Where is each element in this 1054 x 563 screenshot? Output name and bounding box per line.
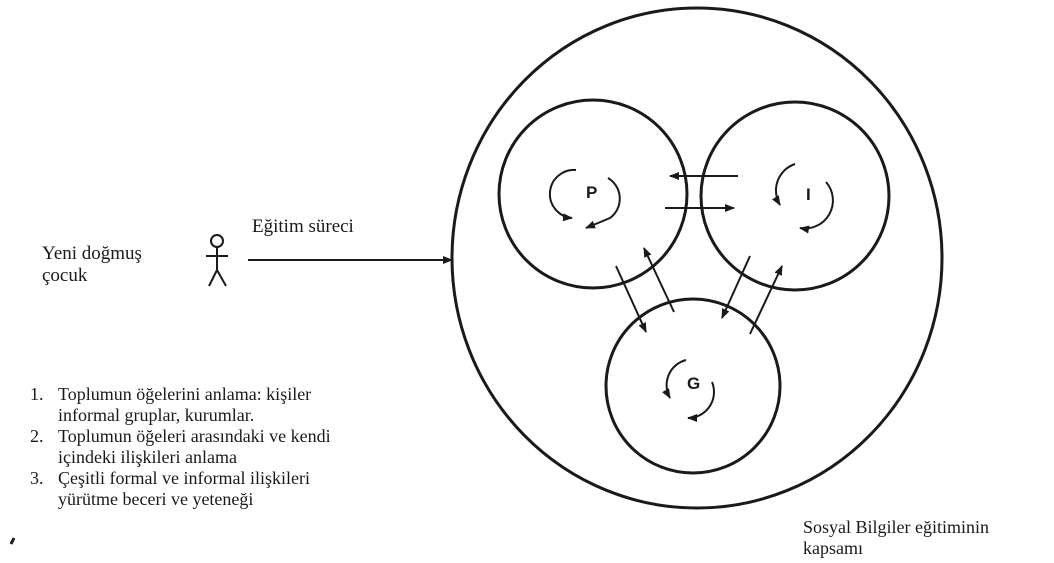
self-loop-icon-p xyxy=(548,168,621,229)
list-item: 2. Toplumun öğeleri arasındaki ve kendi … xyxy=(30,426,331,468)
list-item-number: 2. xyxy=(30,426,44,446)
arrow-i-to-g xyxy=(721,255,751,319)
stray-pen-mark xyxy=(9,537,16,545)
arrow-g-to-p xyxy=(643,247,675,313)
list-item-line1: Toplumun öğeleri arasındaki ve kendi xyxy=(58,426,331,446)
arrow-p-to-g xyxy=(615,265,647,333)
list-item: 3. Çeşitli formal ve informal ilişkileri… xyxy=(30,468,331,510)
circle-p xyxy=(497,98,689,290)
self-loop-icon-i xyxy=(771,163,834,234)
education-process-label: Eğitim süreci xyxy=(252,216,354,237)
circle-g xyxy=(604,297,782,475)
newborn-label-line1: Yeni doğmuş xyxy=(42,243,142,264)
list-item-line2: yürütme beceri ve yeteneği xyxy=(58,489,254,509)
newborn-label: Yeni doğmuş çocuk xyxy=(42,243,142,287)
self-loop-icon-g xyxy=(662,359,715,422)
list-item-line1: Çeşitli formal ve informal ilişkileri xyxy=(58,468,310,488)
list-item-line2: içindeki ilişkileri anlama xyxy=(58,447,237,467)
node-label-g: G xyxy=(687,374,701,393)
node-label-i: I xyxy=(806,185,811,204)
list-item-number: 1. xyxy=(30,384,44,404)
objectives-list: 1. Toplumun öğelerini anlama: kişiler in… xyxy=(30,384,331,510)
arrow-g-to-i xyxy=(749,265,783,335)
circle-i xyxy=(699,100,891,292)
scope-caption-line1: Sosyal Bilgiler eğitiminin xyxy=(803,517,989,537)
scope-caption: Sosyal Bilgiler eğitiminin kapsamı xyxy=(803,517,989,559)
list-item: 1. Toplumun öğelerini anlama: kişiler in… xyxy=(30,384,331,426)
stick-figure-icon xyxy=(206,234,228,287)
newborn-label-line2: çocuk xyxy=(42,265,88,286)
scope-caption-line2: kapsamı xyxy=(803,538,863,558)
list-item-line2: informal gruplar, kurumlar. xyxy=(58,405,255,425)
list-item-number: 3. xyxy=(30,468,44,488)
list-item-line1: Toplumun öğelerini anlama: kişiler xyxy=(58,384,312,404)
node-label-p: P xyxy=(586,183,598,202)
